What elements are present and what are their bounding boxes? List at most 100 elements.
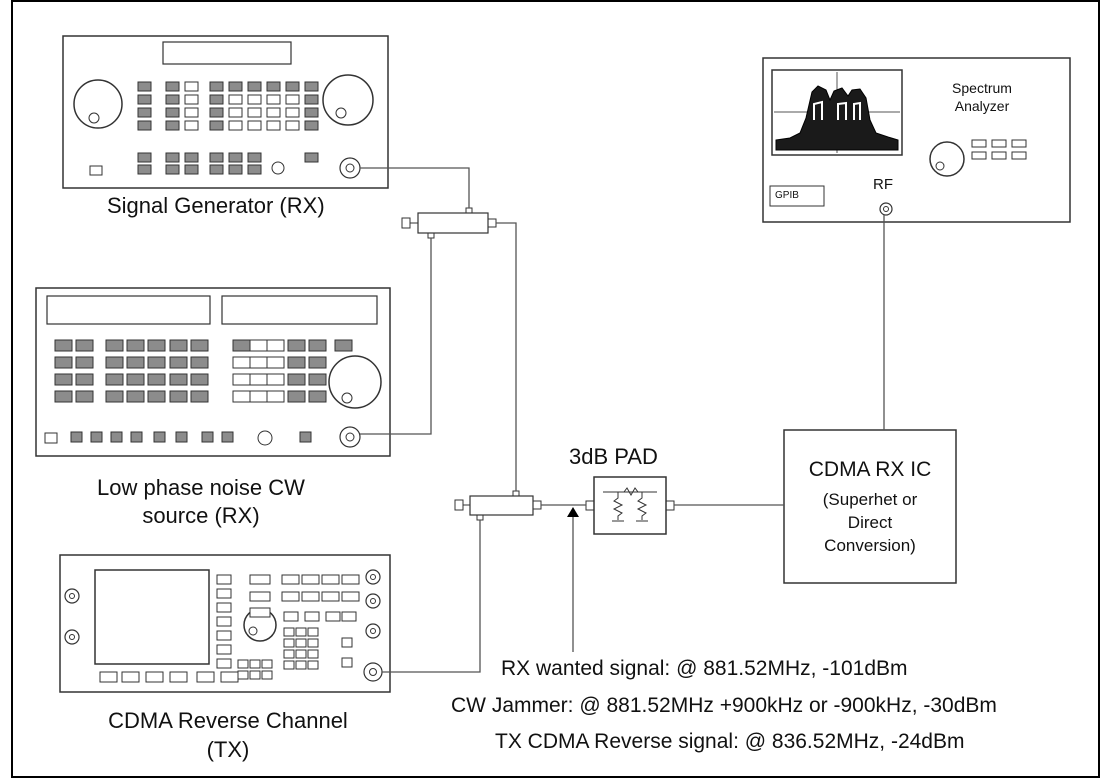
instrument-key	[209, 164, 224, 175]
instrument-key	[169, 390, 188, 403]
instrument-key	[232, 373, 251, 386]
cdma-reverse-label-line1: CDMA Reverse Channel	[108, 708, 348, 733]
instrument-key	[287, 356, 306, 369]
instrument-key	[221, 431, 234, 443]
instrument-key	[304, 152, 319, 163]
instrument-key	[126, 356, 145, 369]
instrument-key	[137, 164, 152, 175]
instrument-key	[105, 390, 124, 403]
instrument-key	[307, 638, 319, 648]
instrument-key	[165, 152, 180, 163]
instrument-key	[321, 574, 340, 585]
instrument-key	[308, 356, 327, 369]
instrument-key	[301, 574, 320, 585]
instrument-key	[247, 94, 262, 105]
instrument-key	[137, 120, 152, 131]
instrument-key	[54, 356, 73, 369]
instrument-key	[304, 94, 319, 105]
spectrum-analyzer-title-line2: Analyzer	[954, 98, 1010, 114]
cdma-reverse-keypad	[99, 574, 360, 683]
instrument-key	[54, 390, 73, 403]
instrument-key	[228, 152, 243, 163]
instrument-key	[196, 671, 215, 683]
instrument-key	[216, 588, 232, 599]
instrument-key	[209, 107, 224, 118]
cw-source-keypad	[54, 339, 353, 443]
instrument-key	[165, 94, 180, 105]
instrument-key	[341, 591, 360, 602]
3db-pad	[585, 476, 675, 535]
instrument-key	[283, 638, 295, 648]
instrument-key	[228, 107, 243, 118]
instrument-key	[216, 574, 232, 585]
instrument-key	[110, 431, 123, 443]
signal-rx-wanted: RX wanted signal: @ 881.52MHz, -101dBm	[501, 657, 908, 680]
instrument-key	[308, 339, 327, 352]
instrument-key	[232, 356, 251, 369]
instrument-key	[334, 339, 353, 352]
rx-ic-line2: Direct	[847, 513, 893, 532]
instrument-key	[147, 373, 166, 386]
instrument-key	[237, 670, 249, 680]
instrument-key	[184, 120, 199, 131]
instrument-key	[266, 390, 285, 403]
rx-ic-line3: Conversion)	[824, 536, 916, 555]
instrument-key	[285, 81, 300, 92]
instrument-key	[295, 649, 307, 659]
instrument-key	[285, 120, 300, 131]
cable-cw-to-combiner	[360, 238, 432, 435]
instrument-key	[190, 356, 209, 369]
instrument-key	[54, 339, 73, 352]
instrument-key	[249, 659, 261, 669]
instrument-key	[190, 339, 209, 352]
cw-source-label-line2: source (RX)	[142, 503, 260, 528]
instrument-key	[341, 637, 353, 648]
instrument-key	[307, 627, 319, 637]
cw-source-label-line1: Low phase noise CW	[97, 475, 305, 500]
instrument-key	[247, 120, 262, 131]
instrument-key	[249, 373, 268, 386]
instrument-key	[285, 107, 300, 118]
upper-combiner	[401, 207, 497, 239]
instrument-key	[169, 339, 188, 352]
instrument-key	[283, 611, 299, 622]
cable-sg-to-combiner	[360, 167, 470, 208]
instrument-key	[145, 671, 164, 683]
instrument-key	[137, 152, 152, 163]
instrument-key	[341, 657, 353, 668]
instrument-key	[321, 591, 340, 602]
instrument-key	[283, 627, 295, 637]
instrument-key	[165, 120, 180, 131]
instrument-key	[247, 152, 262, 163]
instrument-key	[266, 120, 281, 131]
instrument-key	[153, 431, 166, 443]
instrument-key	[165, 81, 180, 92]
rf-port-label: RF	[873, 176, 893, 193]
instrument-key	[283, 649, 295, 659]
instrument-key	[126, 373, 145, 386]
instrument-key	[105, 339, 124, 352]
instrument-key	[75, 373, 94, 386]
instrument-key	[237, 659, 249, 669]
instrument-key	[184, 152, 199, 163]
instrument-key	[249, 574, 271, 585]
instrument-key	[287, 339, 306, 352]
instrument-key	[307, 649, 319, 659]
instrument-key	[249, 356, 268, 369]
instrument-key	[216, 630, 232, 641]
instrument-key	[75, 356, 94, 369]
instrument-key	[147, 356, 166, 369]
instrument-key	[266, 81, 281, 92]
instrument-key	[249, 607, 271, 618]
instrument-key	[70, 431, 83, 443]
instrument-key	[283, 660, 295, 670]
instrument-key	[295, 660, 307, 670]
cdma-rx-ic-box	[783, 429, 957, 584]
instrument-key	[295, 638, 307, 648]
instrument-key	[228, 81, 243, 92]
rx-ic-line1: (Superhet or	[822, 490, 918, 509]
spectrum-analyzer-title-line1: Spectrum	[952, 80, 1012, 96]
instrument-key	[304, 107, 319, 118]
instrument-key	[307, 660, 319, 670]
signal-tx-cdma-reverse: TX CDMA Reverse signal: @ 836.52MHz, -24…	[495, 730, 965, 753]
